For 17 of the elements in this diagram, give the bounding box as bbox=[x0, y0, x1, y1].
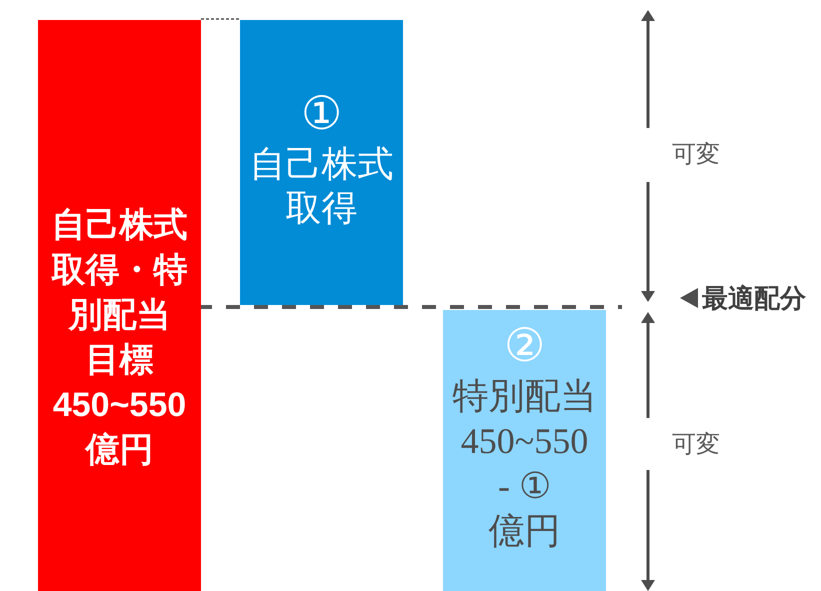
circled-number: ② bbox=[504, 319, 545, 373]
bar-label: 特別配当 bbox=[452, 375, 598, 418]
dimension-label: 可変 bbox=[672, 429, 720, 460]
dimension-label: 可変 bbox=[672, 139, 720, 170]
marker-label: 最適配分 bbox=[702, 283, 806, 316]
bar-label: 自己株式取得・特別配当 bbox=[50, 205, 188, 336]
bar bbox=[443, 310, 606, 591]
bar-label: 億円 bbox=[488, 510, 562, 553]
bar-label: 億円 bbox=[84, 430, 154, 471]
bar-label: 450~550 bbox=[52, 385, 188, 426]
bar-label: 450~550 bbox=[460, 420, 590, 463]
bar-label: - ① bbox=[497, 465, 552, 508]
bar-label: 目標 bbox=[84, 340, 154, 381]
circled-number: ① bbox=[301, 87, 342, 141]
bar bbox=[38, 20, 201, 591]
bar-label: 自己株式取得 bbox=[248, 143, 394, 230]
bar bbox=[240, 20, 403, 305]
